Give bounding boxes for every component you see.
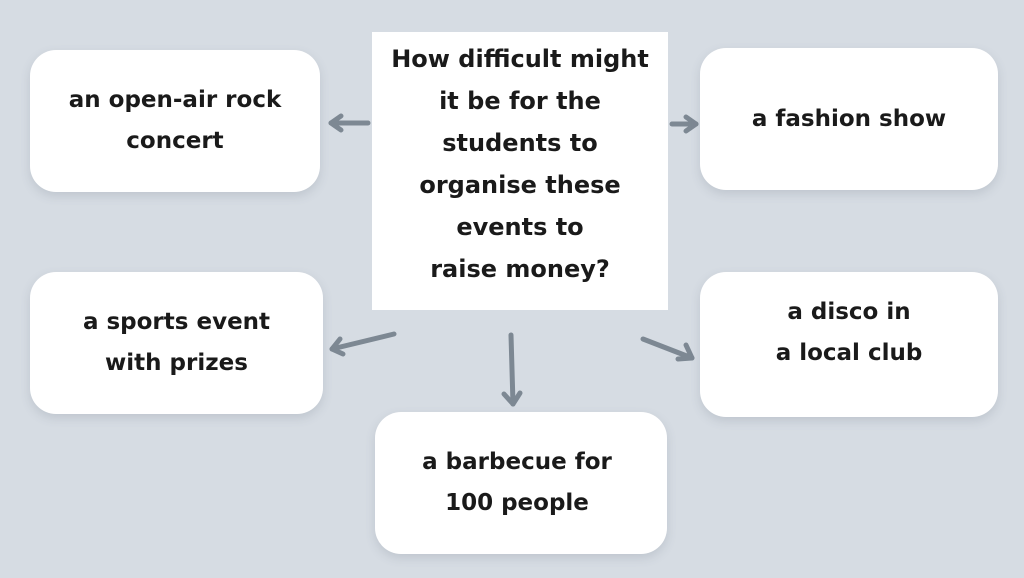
arrow-to-disco <box>640 336 695 362</box>
option-card-disco: a disco in a local club <box>700 272 998 417</box>
option-label-rock-concert: an open-air rock concert <box>68 87 282 154</box>
option-card-fashion-show: a fashion show <box>700 48 998 190</box>
option-card-rock-concert: an open-air rock concert <box>30 50 320 192</box>
arrow-to-fashion-show <box>669 114 699 134</box>
central-question-box: How difficult might it be for the studen… <box>372 32 668 310</box>
arrow-to-rock-concert <box>328 113 371 133</box>
option-card-barbecue: a barbecue for 100 people <box>375 412 667 554</box>
arrow-to-sports-event <box>329 331 397 357</box>
option-card-sports-event: a sports event with prizes <box>30 272 323 414</box>
arrow-to-barbecue <box>501 332 523 407</box>
option-label-fashion-show: a fashion show <box>751 105 947 132</box>
central-question-text: How difficult might it be for the studen… <box>391 45 649 283</box>
option-label-sports-event: a sports event with prizes <box>82 309 271 376</box>
option-label-barbecue: a barbecue for 100 people <box>422 449 612 516</box>
option-label-disco: a disco in a local club <box>775 299 923 366</box>
